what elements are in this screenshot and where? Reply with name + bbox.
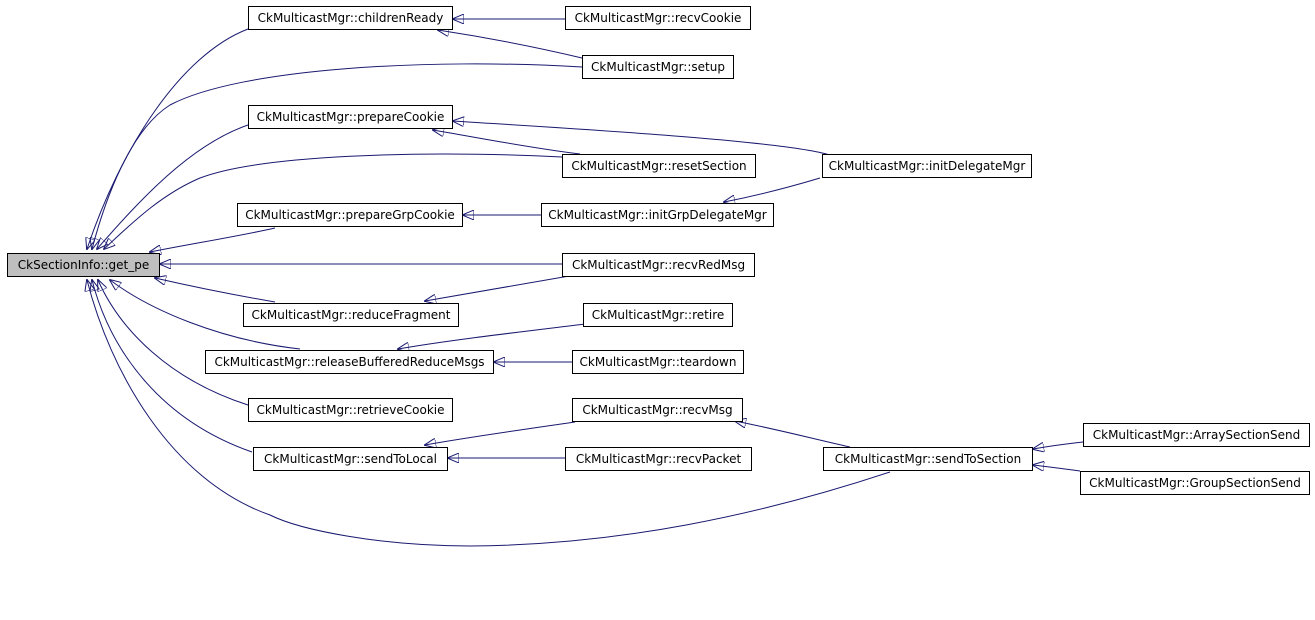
edge-recvMsg-to-sendToLocal (425, 421, 576, 445)
node-sendToLocal[interactable]: CkMulticastMgr::sendToLocal (253, 447, 448, 471)
node-GroupSectionSend[interactable]: CkMulticastMgr::GroupSectionSend (1080, 471, 1310, 495)
edge-reduceFragment-to-get_pe (155, 278, 276, 303)
node-retrieveCookie[interactable]: CkMulticastMgr::retrieveCookie (248, 398, 453, 422)
node-get-pe: CkSectionInfo::get_pe (7, 253, 160, 277)
node-releaseBufferedReduceMsgs[interactable]: CkMulticastMgr::releaseBufferedReduceMsg… (205, 350, 494, 374)
edge-sendToLocal-to-get_pe (92, 280, 253, 453)
edge-initDelegateMgr-to-initGrpDelegateMgr (724, 177, 821, 202)
edge-setup-to-get_pe (92, 63, 583, 249)
edge-ArraySectionSend-to-sendToSection (1033, 441, 1084, 449)
edge-resetSection-to-get_pe (104, 153, 563, 249)
edge-childrenReady-to-get_pe (87, 28, 249, 249)
node-sendToSection[interactable]: CkMulticastMgr::sendToSection (823, 447, 1033, 471)
node-retire[interactable]: CkMulticastMgr::retire (583, 303, 733, 327)
edge-GroupSectionSend-to-sendToSection (1033, 465, 1081, 472)
edge-prepareCookie-to-get_pe (97, 124, 249, 249)
node-recvMsg[interactable]: CkMulticastMgr::recvMsg (572, 398, 743, 422)
node-childrenReady[interactable]: CkMulticastMgr::childrenReady (248, 6, 453, 30)
edge-initDelegateMgr-to-prepareCookie (453, 121, 831, 156)
node-prepareGrpCookie[interactable]: CkMulticastMgr::prepareGrpCookie (237, 203, 463, 227)
edge-sendToSection-to-recvMsg (735, 421, 851, 448)
node-initGrpDelegateMgr[interactable]: CkMulticastMgr::initGrpDelegateMgr (541, 203, 774, 227)
node-teardown[interactable]: CkMulticastMgr::teardown (572, 350, 744, 374)
node-prepareCookie[interactable]: CkMulticastMgr::prepareCookie (248, 105, 453, 129)
node-resetSection[interactable]: CkMulticastMgr::resetSection (562, 154, 756, 178)
node-reduceFragment[interactable]: CkMulticastMgr::reduceFragment (243, 303, 459, 327)
node-recvCookie[interactable]: CkMulticastMgr::recvCookie (565, 6, 751, 30)
node-ArraySectionSend[interactable]: CkMulticastMgr::ArraySectionSend (1083, 423, 1310, 447)
edge-retire-to-releaseBufferedReduceMsgs (398, 323, 586, 349)
node-recvPacket[interactable]: CkMulticastMgr::recvPacket (565, 447, 752, 471)
edge-prepareGrpCookie-to-get_pe (150, 227, 276, 252)
node-recvRedMsg[interactable]: CkMulticastMgr::recvRedMsg (562, 253, 755, 277)
edge-sendToSection-to-get_pe (87, 280, 891, 547)
edge-releaseBufferedReduceMsgs-to-get_pe (110, 280, 301, 350)
edge-setup-to-childrenReady (438, 30, 583, 59)
node-setup[interactable]: CkMulticastMgr::setup (582, 55, 734, 79)
edge-resetSection-to-prepareCookie (433, 130, 581, 155)
edge-recvRedMsg-to-reduceFragment (425, 274, 576, 301)
edge-retrieveCookie-to-get_pe (98, 280, 249, 406)
node-initDelegateMgr[interactable]: CkMulticastMgr::initDelegateMgr (822, 154, 1032, 178)
